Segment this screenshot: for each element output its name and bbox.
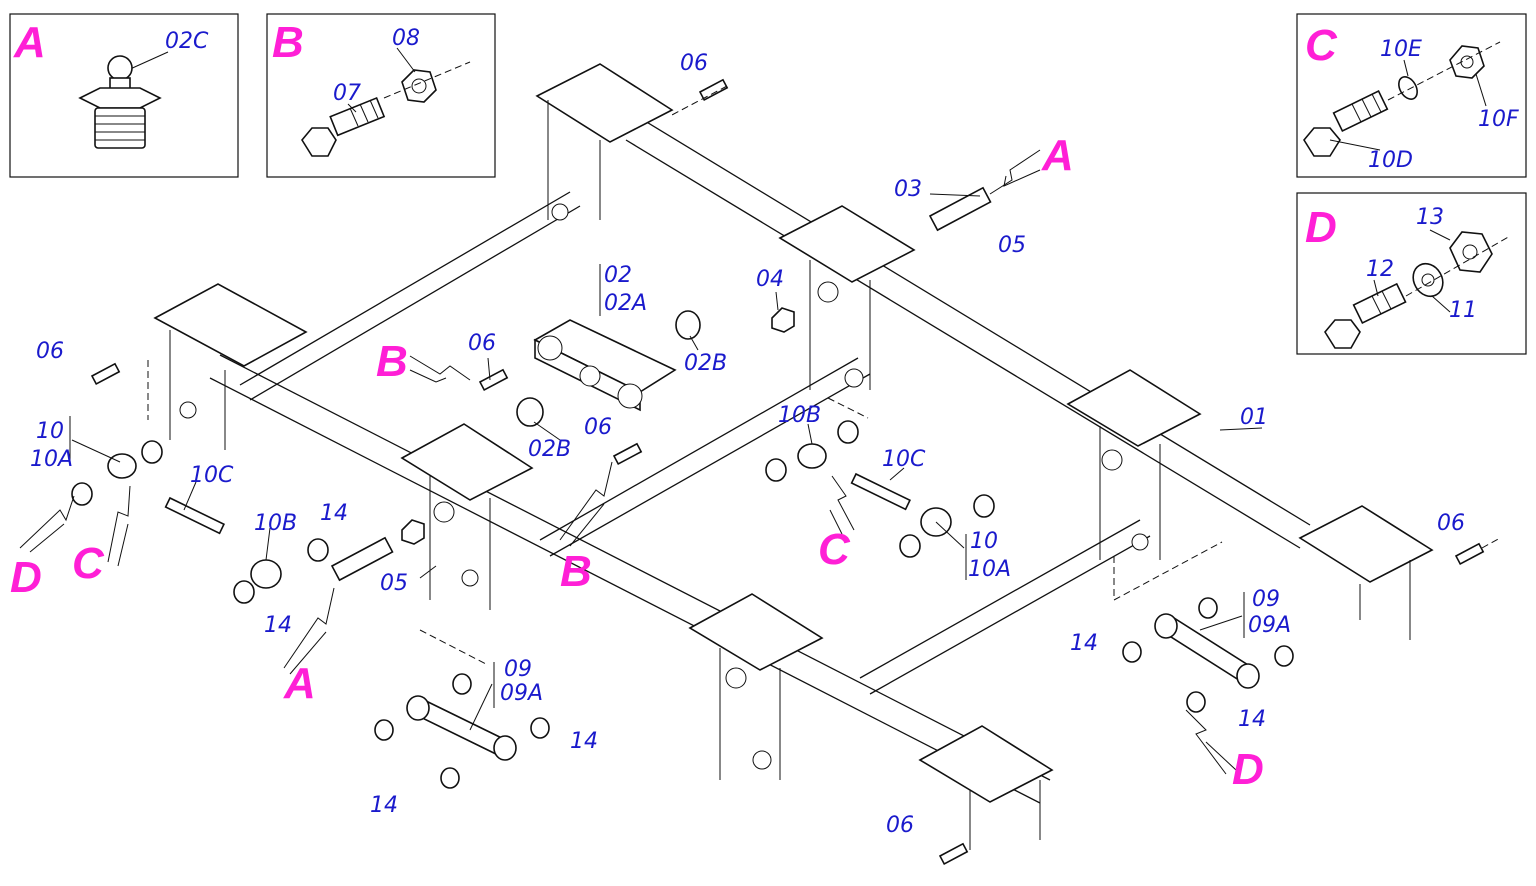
detail-b-letter: B	[272, 18, 304, 67]
link-09-right	[1122, 597, 1294, 713]
label-11: 11	[1449, 298, 1477, 323]
label-06: 06	[886, 813, 914, 838]
detail-box-d: D 13 12 11	[1296, 192, 1527, 355]
callout-b: B	[376, 337, 408, 386]
label-10A: 10A	[968, 557, 1011, 582]
label-05: 05	[998, 233, 1026, 258]
mount-plate-1	[535, 63, 674, 220]
detail-c-letter: C	[1305, 21, 1338, 70]
label-09A: 09A	[500, 681, 543, 706]
label-01: 01	[1240, 405, 1268, 430]
callout-d: D	[1232, 745, 1264, 794]
grease-nipple-icon	[78, 51, 169, 149]
label-10B: 10B	[778, 403, 821, 428]
callout-a: A	[283, 659, 316, 708]
callout-c: C	[72, 539, 105, 588]
mount-plate-6	[400, 423, 534, 610]
label-10: 10	[36, 419, 64, 444]
label-09: 09	[1252, 587, 1280, 612]
label-06: 06	[680, 51, 708, 76]
label-04: 04	[756, 267, 784, 292]
label-10A: 10A	[30, 447, 73, 472]
bolt-washer-nut-icon-d	[1324, 229, 1511, 349]
label-10: 10	[970, 529, 998, 554]
swing-arm-02	[516, 310, 701, 427]
detail-box-a: A 02C	[9, 13, 239, 178]
detail-box-b: B 08 07	[266, 13, 496, 178]
label-14: 14	[320, 501, 348, 526]
mount-plate-2	[778, 205, 916, 390]
label-14: 14	[1238, 707, 1266, 732]
callout-arrows	[19, 149, 1237, 775]
label-07: 07	[333, 81, 361, 106]
label-14: 14	[1070, 631, 1098, 656]
label-02B: 02B	[684, 351, 727, 376]
yoke-assembly-right	[765, 420, 995, 558]
label-10C: 10C	[190, 463, 234, 488]
mount-plate-4	[1298, 505, 1434, 640]
label-14: 14	[264, 613, 292, 638]
callout-b: B	[560, 547, 592, 596]
callout-a: A	[1041, 131, 1074, 180]
label-06: 06	[468, 331, 496, 356]
pins	[90, 78, 1501, 866]
label-03: 03	[894, 177, 922, 202]
bolt-and-nut-icon	[301, 47, 471, 157]
detail-d-letter: D	[1305, 203, 1337, 252]
label-02A: 02A	[604, 291, 647, 316]
bolt-washer-nut-icon	[1303, 41, 1501, 157]
callout-c: C	[818, 525, 851, 574]
part-labels: 06 03 05 04 02 02A 02B 02B 06 06 06 06 0…	[30, 51, 1465, 838]
label-02B: 02B	[528, 437, 571, 462]
label-08: 08	[392, 26, 420, 51]
callout-d: D	[10, 553, 42, 602]
label-14: 14	[570, 729, 598, 754]
label-10D: 10D	[1368, 148, 1413, 173]
link-09-left	[374, 673, 550, 789]
label-05: 05	[380, 571, 408, 596]
label-10F: 10F	[1478, 107, 1519, 132]
detail-a-letter: A	[13, 18, 46, 67]
leader-lines	[69, 193, 1263, 731]
label-10B: 10B	[254, 511, 297, 536]
label-06: 06	[1437, 511, 1465, 536]
label-12: 12	[1366, 257, 1394, 282]
label-09: 09	[504, 657, 532, 682]
label-02C: 02C	[165, 29, 209, 54]
mount-plate-3	[1066, 369, 1202, 560]
callout-letters: A B D C A B C D	[10, 131, 1264, 794]
mount-plate-5	[153, 283, 308, 450]
label-06: 06	[584, 415, 612, 440]
label-10E: 10E	[1380, 37, 1422, 62]
label-09A: 09A	[1248, 613, 1291, 638]
label-10C: 10C	[882, 447, 926, 472]
detail-box-c: C 10E 10F 10D	[1296, 13, 1527, 178]
label-13: 13	[1416, 205, 1444, 230]
label-02: 02	[604, 263, 632, 288]
mount-plate-7	[688, 593, 824, 780]
label-06: 06	[36, 339, 64, 364]
main-frame-assembly	[153, 63, 1434, 850]
mount-plate-8	[918, 725, 1054, 850]
label-14: 14	[370, 793, 398, 818]
